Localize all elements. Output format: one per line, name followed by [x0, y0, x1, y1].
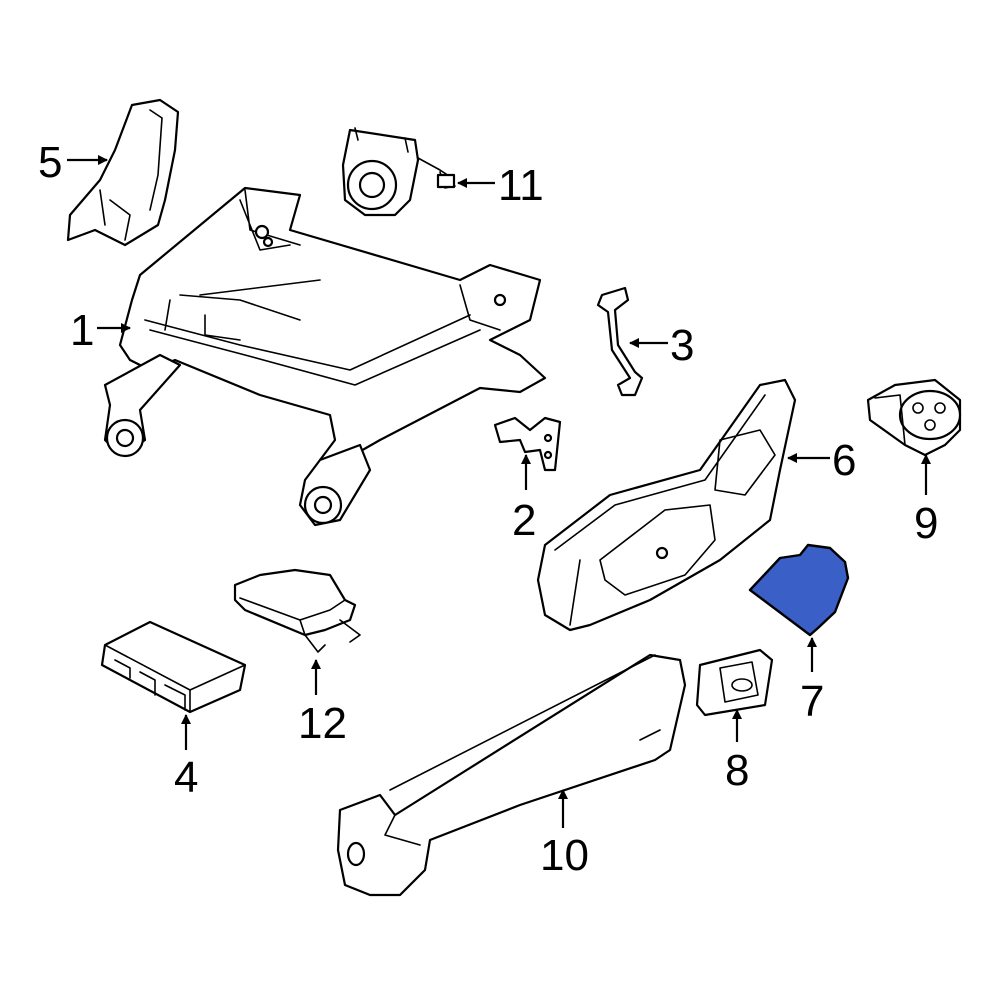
callout-10: 10	[540, 831, 589, 880]
part-12-module[interactable]	[233, 568, 361, 653]
part-8-switch[interactable]	[695, 648, 774, 717]
callout-4: 4	[174, 753, 198, 802]
callout-3: 3	[670, 321, 694, 370]
leader-lines	[67, 155, 931, 828]
callout-2: 2	[512, 496, 536, 545]
callout-1: 1	[70, 306, 94, 355]
callout-12: 12	[298, 699, 347, 748]
part-3-wire-clip[interactable]	[596, 286, 644, 397]
callout-8: 8	[725, 746, 749, 795]
callout-labels: 1 2 3 4 5 6 7 8 9 10 11 12	[38, 138, 938, 880]
callout-9: 9	[914, 499, 938, 548]
part-6-side-shield[interactable]	[536, 378, 797, 632]
part-11-motor[interactable]	[341, 127, 456, 217]
part-9-switch-knob[interactable]	[866, 378, 962, 457]
callout-7: 7	[800, 677, 824, 726]
callout-5: 5	[38, 138, 62, 187]
callout-6: 6	[832, 436, 856, 485]
part-5-side-bracket[interactable]	[66, 98, 180, 247]
part-4-control-module[interactable]	[100, 620, 247, 714]
part-7-trim-cover-highlighted[interactable]	[748, 543, 850, 637]
part-10-outer-trim[interactable]	[336, 653, 687, 897]
part-2-bracket[interactable]	[493, 416, 562, 472]
callout-11: 11	[498, 161, 544, 210]
part-1-seat-frame[interactable]	[103, 186, 547, 527]
